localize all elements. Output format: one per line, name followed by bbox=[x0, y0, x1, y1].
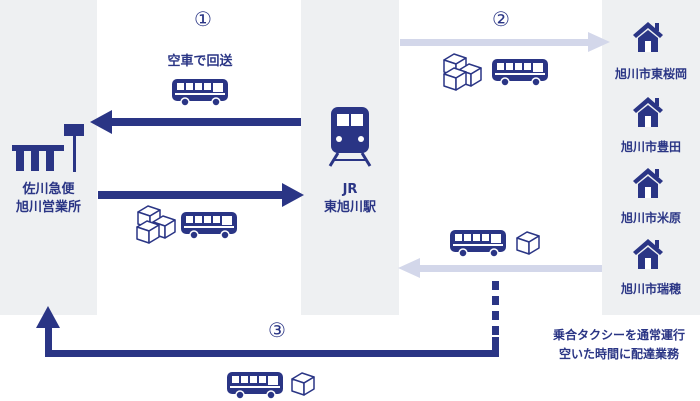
step-2-label: ② bbox=[492, 7, 510, 31]
house-icon bbox=[633, 97, 663, 127]
step-3-label: ③ bbox=[268, 318, 286, 342]
bus-icon bbox=[171, 78, 229, 107]
house-icon bbox=[633, 239, 663, 269]
arrow-destinations-to-station bbox=[398, 258, 602, 278]
parcel-icon bbox=[291, 372, 315, 396]
arrow-return-to-office bbox=[36, 306, 499, 357]
arrow-office-to-station bbox=[98, 183, 304, 207]
parcel-stack-icon bbox=[443, 53, 482, 91]
service-note: 乗合タクシーを通常運行 空いた時間に配達業務 bbox=[540, 326, 698, 364]
parcel-stack-icon bbox=[136, 205, 176, 244]
destination-2: 旭川市豊田 bbox=[620, 140, 681, 154]
train-icon bbox=[328, 107, 372, 167]
arrow-station-to-office bbox=[90, 110, 301, 134]
house-icon bbox=[633, 168, 663, 198]
arrow-station-to-destinations bbox=[400, 32, 610, 52]
station-panel bbox=[301, 0, 399, 315]
bus-icon bbox=[449, 229, 507, 258]
station-name-line1: JR bbox=[342, 182, 358, 197]
service-note-line2: 空いた時間に配達業務 bbox=[558, 347, 679, 361]
bus-icon bbox=[491, 58, 549, 87]
office-name-line2: 旭川営業所 bbox=[15, 200, 81, 215]
station-name: JR 東旭川駅 bbox=[301, 181, 399, 217]
destination-1: 旭川市東桜岡 bbox=[614, 67, 687, 81]
house-icon bbox=[633, 22, 663, 52]
dashed-connector bbox=[492, 281, 499, 335]
station-name-line2: 東旭川駅 bbox=[323, 200, 376, 215]
office-name: 佐川急便 旭川営業所 bbox=[0, 181, 97, 217]
destination-3: 旭川市米原 bbox=[620, 211, 681, 225]
parcel-icon bbox=[516, 231, 540, 255]
destination-4: 旭川市瑞穂 bbox=[620, 282, 681, 296]
empty-return-label: 空車で回送 bbox=[167, 54, 233, 69]
service-note-line1: 乗合タクシーを通常運行 bbox=[552, 328, 685, 342]
step-1-label: ① bbox=[194, 7, 212, 31]
bus-icon bbox=[180, 211, 238, 240]
bus-icon bbox=[226, 371, 284, 400]
office-shelter-icon bbox=[12, 124, 84, 172]
office-name-line1: 佐川急便 bbox=[22, 182, 75, 197]
